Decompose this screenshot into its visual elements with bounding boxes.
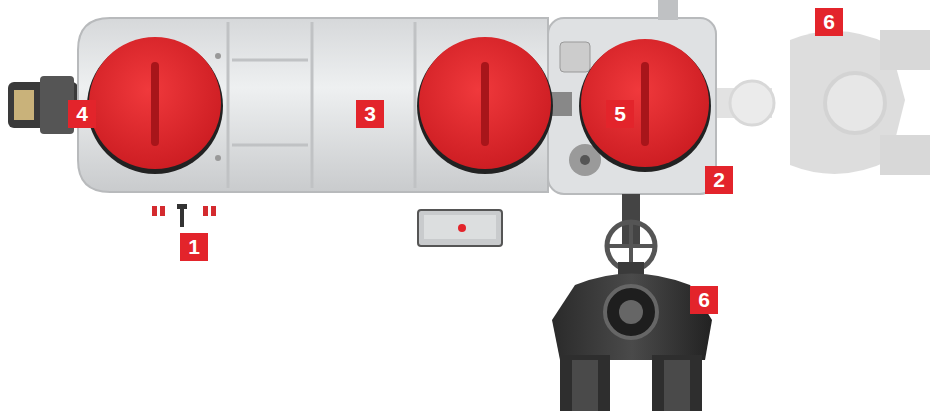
callout-number: 4 [68,100,96,128]
lids [87,37,711,174]
control-box [418,210,502,246]
valve-head [548,18,716,194]
pump-assembly [552,194,712,411]
callout-number: 6 [690,286,718,314]
callout-number: 3 [356,100,384,128]
callout-number: 2 [705,166,733,194]
callout-number: 1 [180,233,208,261]
faded-pump [712,30,930,175]
callout-number: 6 [815,8,843,36]
callout-number: 5 [606,100,634,128]
